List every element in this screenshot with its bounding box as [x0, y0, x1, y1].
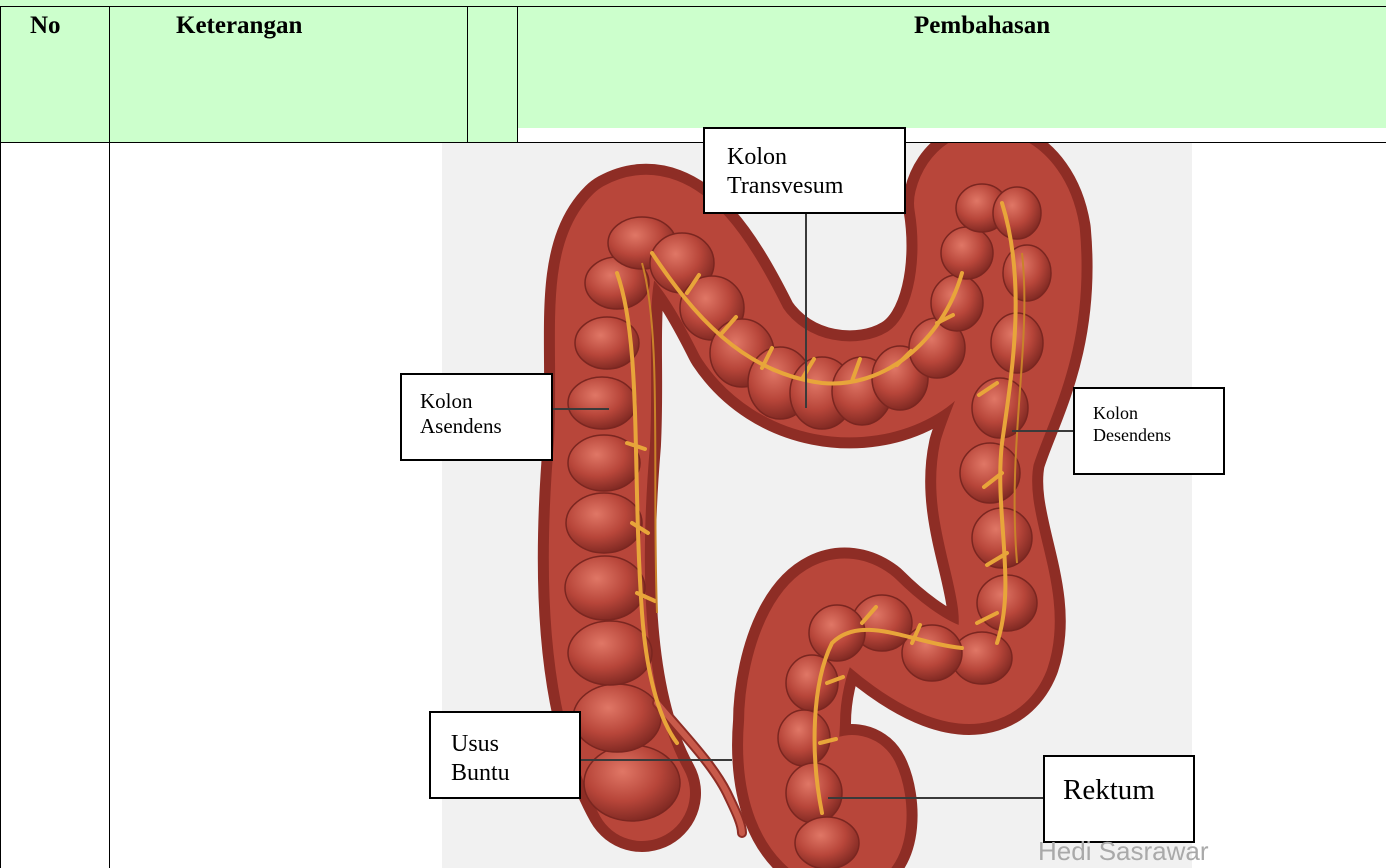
label-kolon-asendens-line1: Kolon — [420, 389, 551, 414]
label-rektum: Rektum — [1043, 755, 1195, 843]
label-kolon-asendens: Kolon Asendens — [400, 373, 553, 461]
label-kolon-transversum-line1: Kolon — [727, 143, 904, 172]
label-usus-buntu: Usus Buntu — [429, 711, 581, 799]
leader-kolon-asendens — [553, 408, 609, 410]
label-kolon-desendens: Kolon Desendens — [1073, 387, 1225, 475]
leader-usus-buntu — [580, 759, 732, 761]
label-usus-buntu-line1: Usus — [451, 730, 579, 759]
label-kolon-transversum: Kolon Transvesum — [703, 127, 906, 214]
col-divider-narrow — [517, 6, 518, 143]
col-divider-keterangan — [467, 6, 468, 143]
leader-kolon-desendens — [1012, 430, 1074, 432]
header-pembahasan: Pembahasan — [914, 12, 1050, 40]
leader-kolon-transversum — [805, 213, 807, 408]
label-kolon-desendens-line1: Kolon — [1093, 403, 1223, 425]
label-kolon-transversum-line2: Transvesum — [727, 172, 904, 201]
table-top-border — [0, 6, 1386, 7]
leader-rektum — [828, 797, 1043, 799]
header-bottom-border-left — [0, 142, 517, 143]
label-kolon-desendens-line2: Desendens — [1093, 425, 1223, 447]
label-usus-buntu-line2: Buntu — [451, 759, 579, 788]
col-divider-no — [109, 6, 110, 868]
image-watermark: Hedi Sasrawar — [1038, 836, 1209, 867]
label-rektum-line1: Rektum — [1063, 773, 1193, 808]
header-keterangan: Keterangan — [176, 12, 302, 40]
table-left-border — [0, 6, 1, 868]
header-gap — [517, 128, 1386, 143]
label-kolon-asendens-line2: Asendens — [420, 414, 551, 439]
header-no: No — [30, 12, 61, 40]
